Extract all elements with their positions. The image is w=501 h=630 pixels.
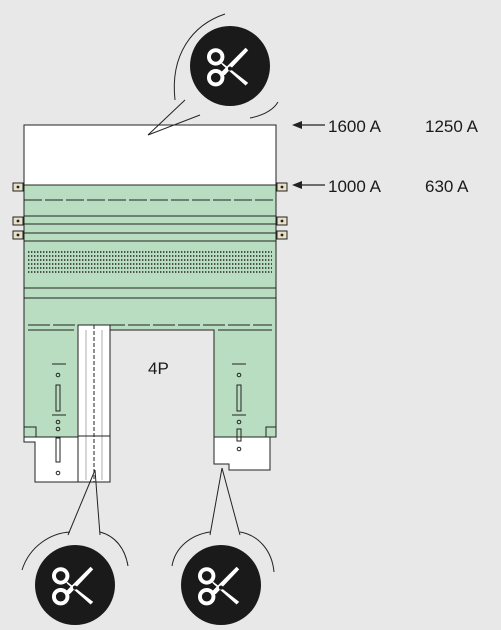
lower-right-cut-zone xyxy=(213,436,271,471)
top-callout xyxy=(147,13,279,136)
right-fasteners xyxy=(232,363,246,452)
rating-label-630: 630 A xyxy=(425,177,469,196)
panel-grid xyxy=(24,199,276,438)
bottom-right-callout xyxy=(171,467,275,573)
arrow-head-icon xyxy=(292,121,302,129)
corner-tab-left xyxy=(23,426,37,438)
rating-label-1250: 1250 A xyxy=(425,117,478,136)
arrow-head-icon xyxy=(292,181,302,189)
pole-count-label: 4P xyxy=(148,359,169,378)
left-fasteners xyxy=(52,363,66,476)
bottom-left-callout xyxy=(21,469,129,571)
rating-arrows xyxy=(292,121,325,189)
corner-tab-right xyxy=(265,426,277,438)
rating-label-1000: 1000 A xyxy=(328,177,381,196)
rating-label-1600: 1600 A xyxy=(328,117,381,136)
